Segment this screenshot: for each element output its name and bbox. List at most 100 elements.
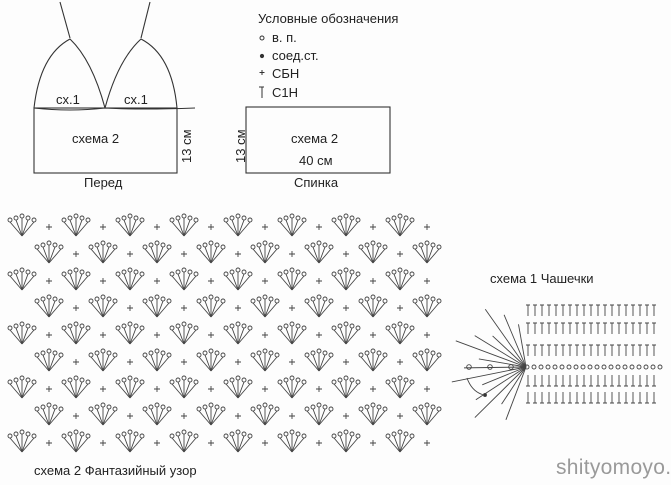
chain-circle	[229, 269, 235, 275]
chain-circle	[52, 404, 58, 410]
single-crochet-plus	[154, 440, 160, 446]
double-crochet-stroke	[285, 435, 293, 453]
double-crochet-stitch	[645, 392, 649, 404]
chain-circle	[274, 406, 280, 412]
chain-circle	[223, 433, 229, 439]
chain-circle	[310, 296, 316, 302]
double-crochet-stroke	[345, 329, 359, 345]
chain-circle	[166, 406, 172, 412]
chain-circle	[94, 296, 100, 302]
double-crochet-stitch	[575, 392, 579, 404]
chain-circle	[112, 244, 118, 250]
double-crochet-stroke	[48, 300, 56, 318]
chain-circle	[436, 298, 442, 304]
chain-circle	[115, 271, 121, 277]
single-crochet-plus	[343, 305, 349, 311]
double-crochet-stitch	[575, 344, 579, 356]
double-crochet-stroke	[318, 408, 326, 426]
chain-circle	[94, 404, 100, 410]
fan-stitch	[331, 321, 361, 345]
double-crochet-stroke	[75, 275, 89, 291]
double-crochet-stitch	[554, 375, 558, 387]
double-crochet-stroke	[183, 221, 197, 237]
chain-circle	[247, 271, 253, 277]
double-crochet-stroke	[183, 381, 191, 399]
chain-circle	[262, 240, 268, 246]
chain-circle	[397, 267, 403, 273]
chain-circle	[208, 348, 214, 354]
double-crochet-stroke	[291, 383, 305, 399]
chain-circle	[112, 406, 118, 412]
chain-circle	[181, 321, 187, 327]
chain-circle	[58, 352, 64, 358]
double-crochet-stroke	[291, 327, 299, 345]
double-crochet-stroke	[345, 437, 359, 453]
double-crochet-stitch	[547, 344, 551, 356]
chain-circle	[531, 364, 537, 370]
fan-stitch	[142, 240, 172, 264]
chain-circle	[355, 325, 361, 331]
chain-circle	[608, 364, 614, 370]
single-crochet-plus	[289, 251, 295, 257]
chain-circle	[418, 404, 424, 410]
double-crochet-stroke	[387, 221, 401, 237]
double-crochet-stroke	[291, 275, 305, 291]
double-crochet-stitch	[575, 304, 579, 316]
double-crochet-stroke	[387, 275, 401, 291]
fan-stitch	[250, 348, 280, 372]
fan-stitch	[115, 213, 145, 237]
back-body-rect	[245, 106, 391, 174]
fan-stitch	[88, 240, 118, 264]
chain-circle	[79, 323, 85, 329]
chain-circle	[250, 406, 256, 412]
chain-circle	[85, 271, 91, 277]
double-crochet-stitch	[526, 322, 530, 334]
chain-circle	[220, 298, 226, 304]
double-crochet-stroke	[156, 408, 164, 426]
double-crochet-stroke	[279, 221, 293, 237]
double-crochet-stroke	[366, 408, 374, 426]
fan-stitch	[250, 240, 280, 264]
fan-stitch	[331, 429, 361, 453]
double-crochet-stitch	[589, 344, 593, 356]
chain-circle	[214, 350, 220, 356]
double-crochet-stroke	[36, 410, 50, 426]
double-crochet-stroke	[177, 381, 185, 399]
chain-circle	[160, 296, 166, 302]
single-crochet-plus	[73, 413, 79, 419]
double-crochet-stroke	[210, 302, 224, 318]
single-crochet-plus	[154, 332, 160, 338]
chain-circle	[545, 364, 551, 370]
single-crochet-plus	[397, 413, 403, 419]
fan-stitch	[115, 375, 145, 399]
double-crochet-stroke	[225, 383, 239, 399]
chain-circle	[223, 271, 229, 277]
chain-circle	[34, 406, 40, 412]
chain-circle	[169, 325, 175, 331]
double-crochet-stroke	[264, 356, 278, 372]
double-crochet-stitch	[526, 344, 530, 356]
chain-circle	[133, 377, 139, 383]
chain-circle	[301, 217, 307, 223]
chain-circle	[67, 215, 73, 221]
double-crochet-stitch	[526, 304, 530, 316]
single-crochet-plus	[73, 251, 79, 257]
single-crochet-plus	[127, 251, 133, 257]
chain-circle	[187, 323, 193, 329]
chain-circle	[13, 269, 19, 275]
chain-circle	[409, 271, 415, 277]
chain-circle	[181, 213, 187, 219]
chain-circle	[376, 404, 382, 410]
chain-circle	[58, 406, 64, 412]
chain-circle	[13, 377, 19, 383]
front-outline	[33, 1, 196, 174]
double-crochet-stitch	[603, 392, 607, 404]
double-crochet-stroke	[237, 275, 251, 291]
chain-circle	[148, 242, 154, 248]
chain-circle	[418, 242, 424, 248]
chain-circle	[349, 377, 355, 383]
chain-circle	[202, 350, 208, 356]
single-crochet-plus	[46, 278, 52, 284]
right-cup	[104, 38, 178, 109]
fan-stitch	[88, 348, 118, 372]
